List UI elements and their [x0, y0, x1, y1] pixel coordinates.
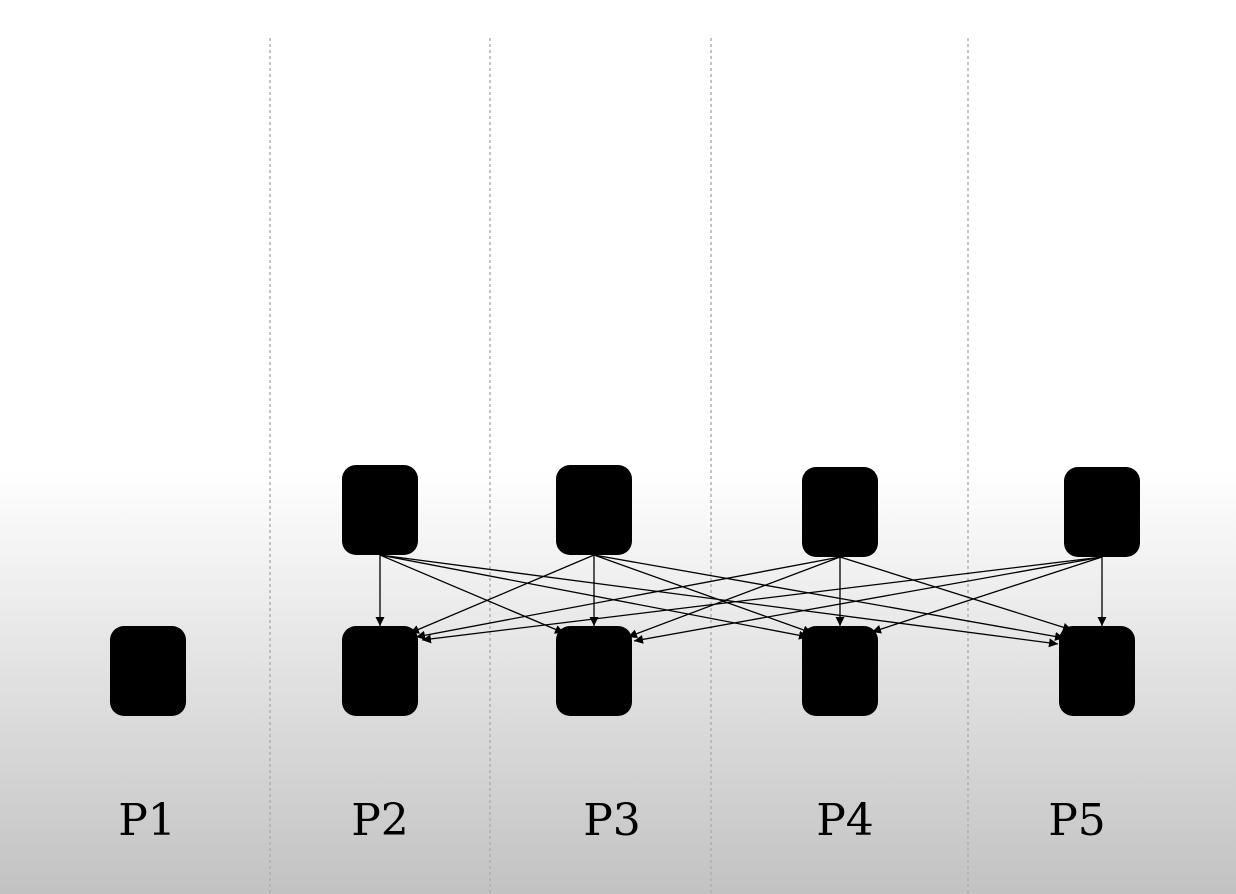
edge-p3-top-to-p4-bottom — [593, 554, 813, 635]
p3-bottom-node — [556, 626, 632, 716]
p1-bottom-node — [110, 626, 186, 716]
p3-top-node — [556, 465, 632, 555]
edge-p4-top-to-p5-bottom — [839, 556, 1073, 632]
partition-label-p2: P2 — [351, 795, 409, 846]
partition-label-p3: P3 — [583, 795, 641, 846]
edge-p4-top-to-p2-bottom — [415, 556, 841, 640]
partition-label-p1: P1 — [118, 795, 176, 846]
p2-bottom-node — [342, 626, 418, 716]
edge-p2-top-to-p3-bottom — [379, 554, 565, 634]
partition-label-p4: P4 — [816, 795, 874, 846]
p2-top-node — [342, 465, 418, 555]
partition-label-p5: P5 — [1048, 795, 1106, 846]
edge-p3-top-to-p5-bottom — [593, 554, 1065, 641]
p5-top-node — [1064, 467, 1140, 557]
p4-top-node — [802, 467, 878, 557]
edge-p4-top-to-p3-bottom — [627, 556, 841, 639]
edge-group — [375, 554, 1107, 648]
edge-p5-top-to-p2-bottom — [421, 556, 1103, 644]
p4-bottom-node — [802, 626, 878, 716]
edge-p3-top-to-p2-bottom — [409, 554, 595, 634]
edge-p5-top-to-p3-bottom — [633, 556, 1103, 644]
p5-bottom-node — [1059, 626, 1135, 716]
edge-p5-top-to-p4-bottom — [871, 556, 1103, 634]
